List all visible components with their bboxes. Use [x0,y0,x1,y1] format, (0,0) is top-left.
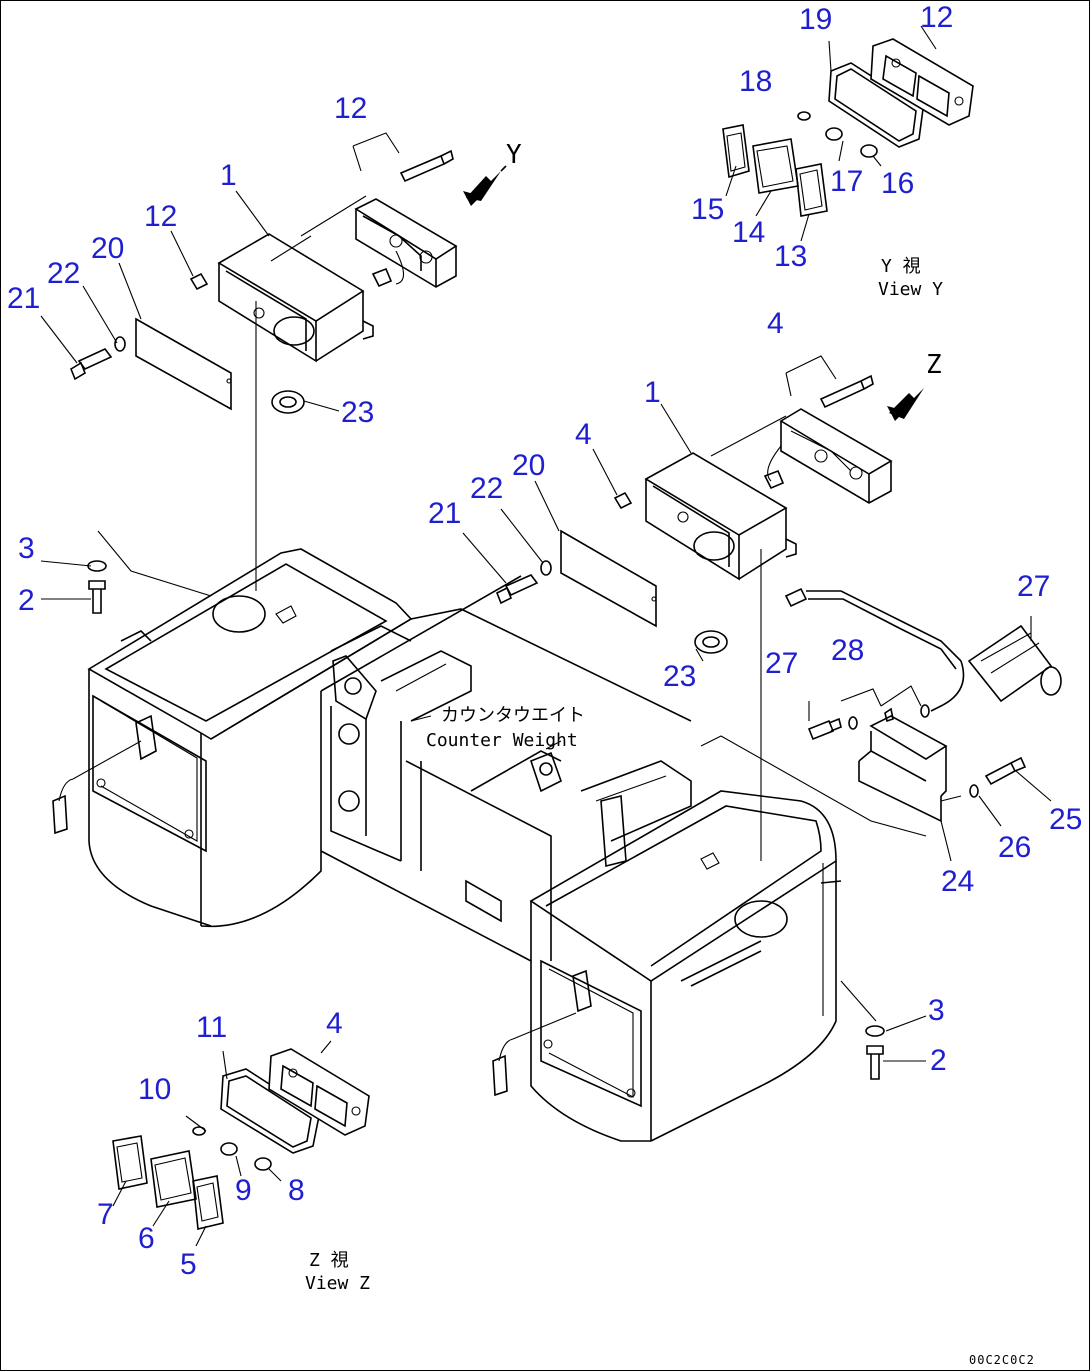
callout-27-wire: 27 [1017,570,1051,603]
callout-15: 15 [691,193,725,226]
callout-5: 5 [180,1248,197,1281]
view-z-en-label: View Z [305,1273,371,1294]
left-lamp-assembly [70,132,458,597]
leader-lines [40,190,1052,1062]
callout-1-right: 1 [644,376,661,409]
callout-8: 8 [288,1174,305,1207]
callout-19: 19 [799,3,833,36]
counterweight [52,548,842,1142]
callout-12-nut-left: 12 [144,200,178,233]
callout-2-right: 2 [930,1044,947,1077]
callout-24: 24 [941,865,975,898]
callout-21-left: 21 [7,282,41,315]
callout-22-right: 22 [470,472,504,505]
callout-12-lamp-left: 12 [334,92,368,125]
view-arrow-y-label: Y [506,140,522,170]
callout-28: 28 [831,634,865,667]
callout-1-left: 1 [220,159,237,192]
callout-20-right: 20 [512,449,546,482]
callout-13: 13 [774,240,808,273]
view-y-en-label: View Y [878,279,944,300]
callout-4-view-z: 4 [326,1007,343,1040]
callout-16: 16 [881,167,915,200]
right-lamp-assembly [495,355,893,861]
callout-18: 18 [739,65,773,98]
counterweight-jp-label: カウンタウエイト [441,705,585,726]
callout-21-right: 21 [428,497,462,530]
callout-12-view-y: 12 [920,1,954,34]
callout-17: 17 [830,165,864,198]
callout-3-left: 3 [18,532,35,565]
callout-23-left: 23 [341,396,375,429]
callout-3-right: 3 [928,994,945,1027]
bolts-2-3 [87,560,885,1080]
wire-bracket-assembly [700,587,1062,837]
callout-14: 14 [732,216,766,249]
callout-2-left: 2 [18,584,35,617]
view-arrows [463,165,924,421]
callout-4-lamp-right: 4 [767,307,784,340]
view-arrow-z-label: Z [926,350,942,380]
callout-23-right: 23 [663,660,697,693]
callout-11: 11 [196,1011,228,1044]
view-z-jp-label: Z 視 [309,1250,349,1271]
callout-10: 10 [138,1073,172,1106]
callout-25: 25 [1049,803,1083,836]
callout-6: 6 [138,1222,155,1255]
callout-7: 7 [97,1198,114,1231]
view-z-detail [112,1040,370,1247]
drawing-code: 00C2C0C2 [969,1353,1035,1367]
callout-26: 26 [998,831,1032,864]
view-y-jp-label: Y 視 [881,256,921,277]
callout-9: 9 [235,1174,252,1207]
callout-27-bolt: 27 [765,647,799,680]
callout-20-left: 20 [91,232,125,265]
counterweight-en-label: Counter Weight [426,730,578,751]
callout-22-left: 22 [47,257,81,290]
view-y-detail [722,25,974,242]
callout-4-nut-right: 4 [575,418,592,451]
